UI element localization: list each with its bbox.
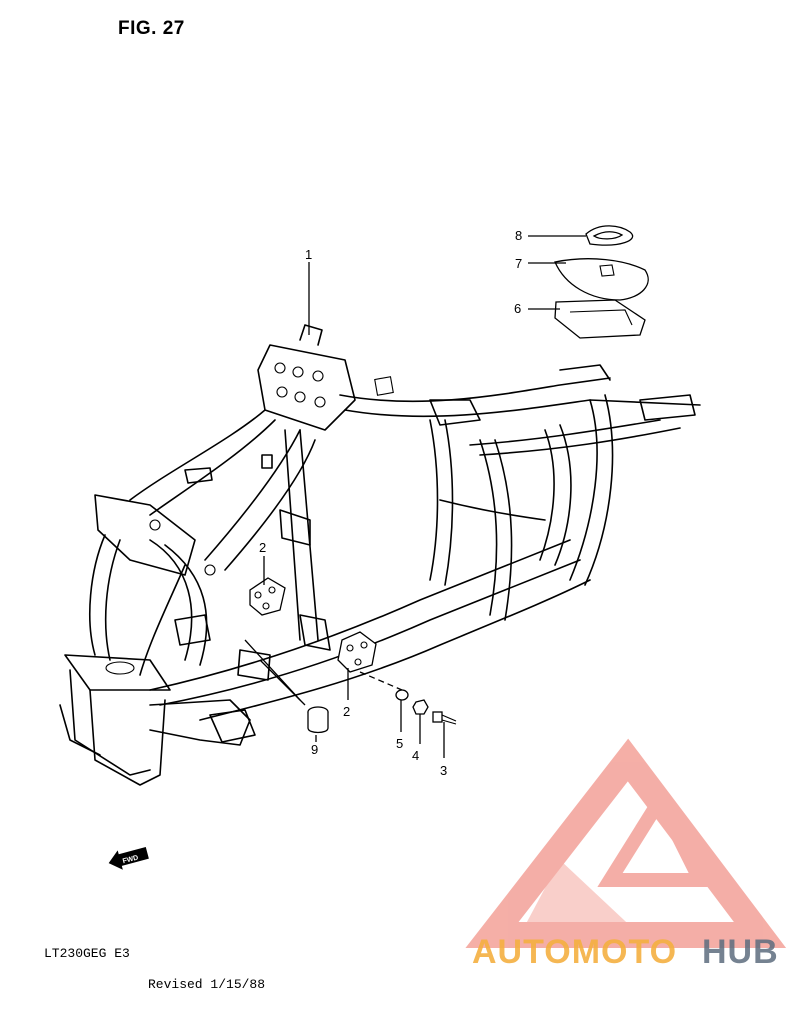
leader-lines	[244, 235, 586, 758]
watermark-logo	[465, 738, 787, 948]
part-5-washer	[395, 689, 409, 701]
fwd-label: FWD	[122, 854, 139, 865]
figure-title: FIG. 27	[118, 18, 185, 39]
callout-5: 5	[396, 736, 403, 751]
part-4-nut	[412, 699, 429, 715]
part-2-plate-upper	[249, 577, 286, 616]
part-6-tray	[554, 299, 646, 339]
revision-date: Revised 1/15/88	[148, 977, 266, 992]
watermark-text-colored: AUTOMOTO	[472, 933, 677, 971]
callout-2-upper: 2	[259, 540, 266, 555]
callout-2-lower: 2	[343, 704, 350, 719]
fwd-arrow-icon: FWD	[108, 847, 149, 870]
watermark-text: AUTOMOTO HUB	[472, 933, 779, 971]
frame-assembly	[59, 324, 701, 786]
callout-4: 4	[412, 748, 419, 763]
part-9-bushing	[307, 706, 329, 734]
callout-7: 7	[515, 256, 522, 271]
callouts: 1 2 2 3 4 5 6 7 8 9	[259, 228, 522, 778]
part-7-cover	[554, 258, 649, 301]
part-3-bolt	[432, 711, 457, 725]
callout-6: 6	[514, 301, 521, 316]
callout-8: 8	[515, 228, 522, 243]
callout-1: 1	[305, 247, 312, 262]
callout-9: 9	[311, 742, 318, 757]
callout-3: 3	[440, 763, 447, 778]
watermark-text-dark: HUB	[702, 933, 779, 971]
part-2-plate-lower	[337, 631, 377, 673]
part-8-band	[585, 225, 634, 246]
model-code: LT230GEG E3	[44, 946, 130, 961]
